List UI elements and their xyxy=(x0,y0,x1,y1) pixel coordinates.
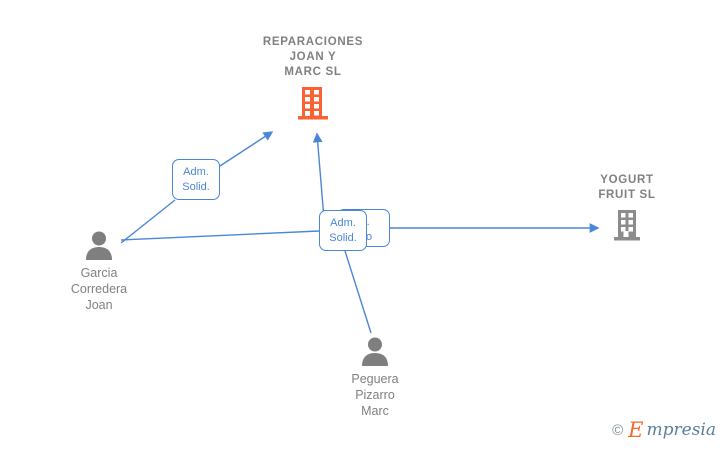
brand-initial: E xyxy=(628,418,644,442)
company-main-label: REPARACIONES JOAN Y MARC SL xyxy=(262,36,364,78)
edge-marc-to-center-cluster xyxy=(344,250,372,334)
person-icon xyxy=(360,336,390,366)
person-left-label: Garcia Corredera Joan xyxy=(70,266,128,312)
building-icon xyxy=(612,209,642,241)
node-company-yogurt-fruit-sl[interactable]: YOGURT FRUIT SL xyxy=(552,173,702,241)
brand-name: mpresia xyxy=(646,420,717,440)
relation-label-adm-solid-center[interactable]: Adm. Solid. xyxy=(319,210,367,251)
person-icon xyxy=(84,230,114,260)
copyright-icon: © xyxy=(612,422,624,439)
node-person-garcia-corredera-joan[interactable]: Garcia Corredera Joan xyxy=(24,230,174,313)
node-person-peguera-pizarro-marc[interactable]: Peguera Pizarro Marc xyxy=(300,336,450,419)
company-right-label: YOGURT FRUIT SL xyxy=(598,174,656,201)
edge-adm-solid-left-to-reparaciones xyxy=(219,131,274,167)
node-company-reparaciones-joan-y-marc-sl[interactable]: REPARACIONES JOAN Y MARC SL xyxy=(238,35,388,120)
person-bottom-label: Peguera Pizarro Marc xyxy=(351,372,399,418)
building-icon xyxy=(298,86,328,120)
empresia-watermark: © E mpresia xyxy=(612,420,716,441)
relation-label-adm-solid-left[interactable]: Adm. Solid. xyxy=(172,159,220,200)
